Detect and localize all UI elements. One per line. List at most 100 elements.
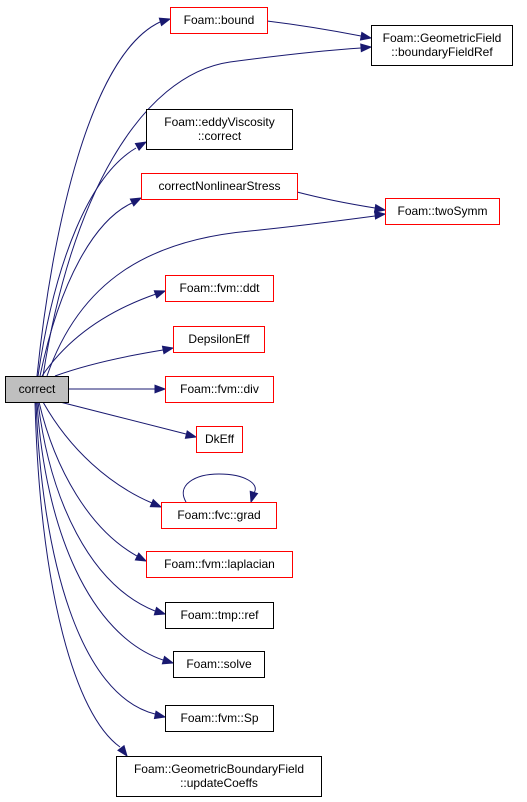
node-label: DkEff	[205, 432, 235, 446]
edge-arrowhead	[153, 606, 167, 616]
edge-arrowhead	[134, 552, 148, 562]
node-label: correctNonlinearStress	[158, 179, 280, 193]
node-label: DepsilonEff	[188, 332, 250, 346]
node-dk-eff[interactable]: DkEff	[196, 426, 243, 453]
edge-line	[42, 401, 153, 504]
node-label: ::boundaryFieldRef	[391, 45, 493, 59]
edge-arrowhead	[117, 744, 128, 758]
edge-arrowhead	[161, 655, 175, 665]
edge-arrowhead	[134, 141, 148, 152]
edge-line	[37, 147, 137, 377]
node-geometric-field-boundary-field-ref[interactable]: Foam::GeometricField::boundaryFieldRef	[371, 25, 513, 66]
edge-correct-to-foam-fvm-ddt	[41, 290, 167, 377]
node-box	[371, 25, 513, 66]
edge-correct-to-geometric-field-boundary-field-ref	[42, 43, 373, 377]
node-label: Foam::fvm::ddt	[179, 281, 260, 295]
node-label: Foam::bound	[184, 13, 255, 27]
edge-correct-to-depsilon-eff	[54, 345, 175, 377]
node-foam-fvm-div[interactable]: Foam::fvm::div	[165, 376, 274, 403]
edge-correct-to-eddy-viscosity-correct	[37, 141, 148, 377]
node-label: Foam::tmp::ref	[180, 608, 259, 622]
node-foam-solve[interactable]: Foam::solve	[173, 651, 265, 678]
edge-line	[36, 21, 161, 377]
edge-arrowhead	[158, 17, 172, 27]
edge-correct-to-foam-solve	[36, 401, 175, 665]
node-label: Foam::fvm::laplacian	[164, 557, 275, 571]
edge-correct-to-dk-eff	[59, 401, 198, 439]
edge-line	[42, 47, 362, 377]
edge-arrowhead	[249, 490, 259, 504]
edge-line	[266, 20, 362, 37]
node-label: correct	[19, 382, 56, 396]
edge-correct-to-foam-fvc-grad	[42, 401, 163, 508]
edge-arrowhead	[359, 31, 373, 41]
edge-foam-fvc-grad-to-foam-fvc-grad	[182, 473, 259, 504]
node-box	[161, 502, 277, 529]
edge-line	[54, 349, 164, 377]
edge-arrowhead	[161, 345, 175, 355]
edge-correct-to-foam-two-symm	[46, 210, 387, 377]
node-box	[173, 651, 265, 678]
node-eddy-viscosity-correct[interactable]: Foam::eddyViscosity::correct	[146, 109, 293, 150]
edge-arrowhead	[153, 710, 167, 720]
edge-correct-nonlinear-stress-to-foam-two-symm	[296, 191, 387, 213]
edge-line	[34, 401, 121, 748]
node-label: ::updateCoeffs	[180, 776, 258, 790]
edge-line	[38, 401, 138, 557]
edge-foam-bound-to-geometric-field-boundary-field-ref	[266, 20, 373, 41]
edge-correct-to-geometric-boundary-field-update-coeffs	[34, 401, 128, 758]
node-label: Foam::GeometricField	[383, 31, 502, 45]
edge-arrowhead	[154, 384, 167, 394]
edge-arrowhead	[184, 430, 198, 439]
node-foam-bound[interactable]: Foam::bound	[170, 7, 268, 34]
node-box	[173, 326, 265, 353]
node-foam-fvm-laplacian[interactable]: Foam::fvm::laplacian	[146, 551, 293, 578]
node-box	[146, 109, 293, 150]
node-box	[165, 275, 274, 302]
node-box	[5, 376, 69, 403]
node-correct-nonlinear-stress[interactable]: correctNonlinearStress	[141, 173, 298, 200]
edge-line	[296, 191, 376, 209]
node-label: Foam::twoSymm	[397, 204, 487, 218]
node-box	[170, 7, 268, 34]
node-label: Foam::solve	[186, 657, 252, 671]
node-label: Foam::fvm::Sp	[180, 711, 258, 725]
edge-correct-to-foam-fvm-laplacian	[38, 401, 148, 562]
edge-line	[59, 401, 187, 435]
node-box	[385, 198, 500, 225]
edge-correct-to-correct-nonlinear-stress	[39, 197, 143, 377]
node-box	[165, 705, 274, 732]
node-correct[interactable]: correct	[5, 376, 69, 403]
node-foam-fvm-sp[interactable]: Foam::fvm::Sp	[165, 705, 274, 732]
edge-correct-to-foam-fvm-div	[68, 384, 167, 394]
node-depsilon-eff[interactable]: DepsilonEff	[173, 326, 265, 353]
node-box	[165, 376, 274, 403]
edge-arrowhead	[374, 210, 387, 220]
node-foam-two-symm[interactable]: Foam::twoSymm	[385, 198, 500, 225]
edge-arrowhead	[360, 43, 373, 53]
edge-arrowhead	[373, 203, 387, 213]
node-label: Foam::fvc::grad	[177, 508, 260, 522]
node-box	[141, 173, 298, 200]
node-foam-fvc-grad[interactable]: Foam::fvc::grad	[161, 502, 277, 529]
node-label: Foam::eddyViscosity	[164, 115, 275, 129]
edge-line	[41, 293, 157, 377]
edge-line	[182, 473, 256, 503]
node-label: Foam::GeometricBoundaryField	[134, 762, 304, 776]
node-geometric-boundary-field-update-coeffs[interactable]: Foam::GeometricBoundaryField::updateCoef…	[116, 756, 322, 797]
node-box	[146, 551, 293, 578]
edge-arrowhead	[149, 498, 163, 508]
node-foam-tmp-ref[interactable]: Foam::tmp::ref	[165, 602, 274, 629]
edge-correct-to-foam-fvm-sp	[35, 401, 167, 720]
node-box	[196, 426, 243, 453]
node-foam-fvm-ddt[interactable]: Foam::fvm::ddt	[165, 275, 274, 302]
node-label: ::correct	[198, 129, 242, 143]
edge-line	[39, 202, 133, 377]
edge-arrowhead	[129, 197, 143, 207]
edge-correct-to-foam-bound	[36, 17, 172, 377]
edges-layer	[34, 17, 387, 758]
edge-correct-to-foam-tmp-ref	[37, 401, 167, 616]
node-label: Foam::fvm::div	[180, 382, 259, 396]
edge-arrowhead	[153, 290, 167, 299]
